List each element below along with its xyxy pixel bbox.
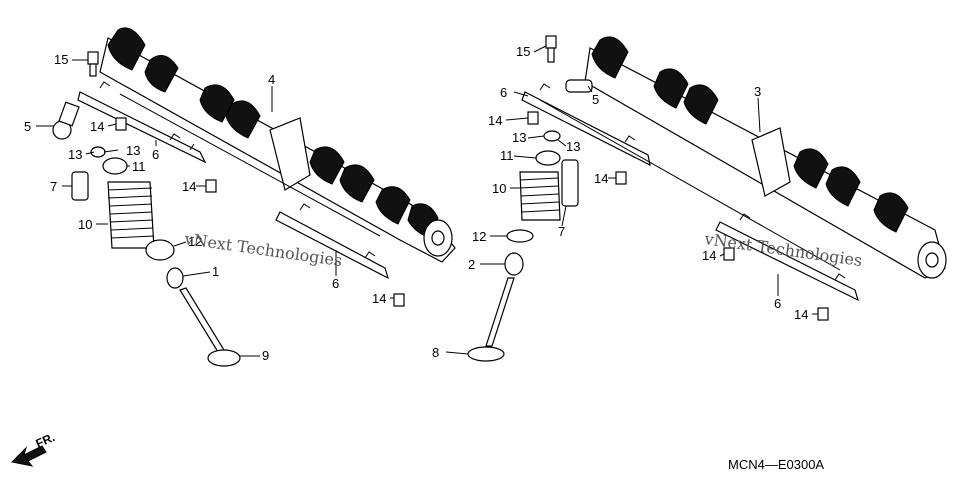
valve-8-right [467,277,515,362]
spring-10-left [107,181,155,249]
camshaft-right [584,36,947,279]
spring-10-right [519,171,561,221]
callout-14-right-c: 14 [702,248,716,263]
callout-7-right: 7 [558,224,565,239]
plug-5-left [52,101,80,140]
callout-14-right-b: 14 [594,171,608,186]
collar-14-right-d [817,307,829,321]
callout-6-right-b: 6 [774,296,781,311]
leaders-left [36,59,394,357]
seal-1-left [166,267,184,289]
callout-11-left: 11 [132,159,146,174]
callout-9-left: 9 [262,348,269,363]
callout-13-left-a: 13 [68,147,82,162]
direction-label: FR. [34,430,57,451]
callout-14-right-a: 14 [488,113,502,128]
callouts-right: 15 6 5 14 13 13 11 10 12 2 7 8 3 14 14 6… [432,44,808,360]
callout-14-left-a: 14 [90,119,104,134]
drawing-code: MCN4—E0300A [728,457,824,472]
collar-14-right-a [527,111,539,125]
callout-10-left: 10 [78,217,92,232]
cotter-13-right [543,130,561,142]
callout-12-right: 12 [472,229,486,244]
callout-13-right-b: 13 [566,139,580,154]
watermark-right: vNext Technologies [702,229,863,270]
watermark-right-text: vNext Technologies [702,229,863,270]
callout-10-right: 10 [492,181,506,196]
valve-9-left [179,287,241,367]
callout-4-left: 4 [268,72,275,87]
callout-8-right: 8 [432,345,439,360]
callout-6-left-b: 6 [332,276,339,291]
seat-12-right [506,229,534,243]
lifter-7-left [71,171,89,201]
retainer-11-left [102,157,128,175]
collar-14-left-a [115,117,127,131]
callout-6-left-a: 6 [152,147,159,162]
callout-13-left-b: 13 [126,143,140,158]
callout-11-right: 11 [500,148,514,163]
seal-2-right [504,252,524,276]
front-arrow-icon: FR. [10,430,57,467]
callout-15-right: 15 [516,44,530,59]
collar-14-left-b [205,179,217,193]
bolt-15-left [87,51,99,77]
retainer-11-right [535,150,561,166]
camshaft-left [99,27,456,263]
leaders-right [445,45,818,355]
callout-5-left: 5 [24,119,31,134]
alignment-line-left [119,93,381,237]
callout-15-left: 15 [54,52,68,67]
oil-pipe-left-bottom [275,203,389,280]
callout-6-right-a: 6 [500,85,507,100]
callout-12-left: 12 [188,234,202,249]
callouts-left: 15 5 14 13 13 11 7 10 12 1 9 4 6 14 6 14 [24,52,386,363]
callout-14-left-b: 14 [182,179,196,194]
plug-5-right [565,79,593,93]
oil-pipe-left-top [77,81,207,164]
callout-3-right: 3 [754,84,761,99]
alignment-line-right [539,99,841,271]
seat-12-left [145,239,175,261]
collar-14-right-b [615,171,627,185]
callout-5-right: 5 [592,92,599,107]
callout-13-right-a: 13 [512,130,526,145]
lifter-7-right [561,159,579,207]
callout-1-left: 1 [212,264,219,279]
bolt-15-right [545,35,557,63]
collar-14-left-c [393,293,405,307]
oil-pipe-right-bottom [715,213,859,302]
callout-14-left-c: 14 [372,291,386,306]
callout-2-right: 2 [468,257,475,272]
callout-14-right-d: 14 [794,307,808,322]
oil-pipe-right-top [521,83,651,167]
callout-7-left: 7 [50,179,57,194]
